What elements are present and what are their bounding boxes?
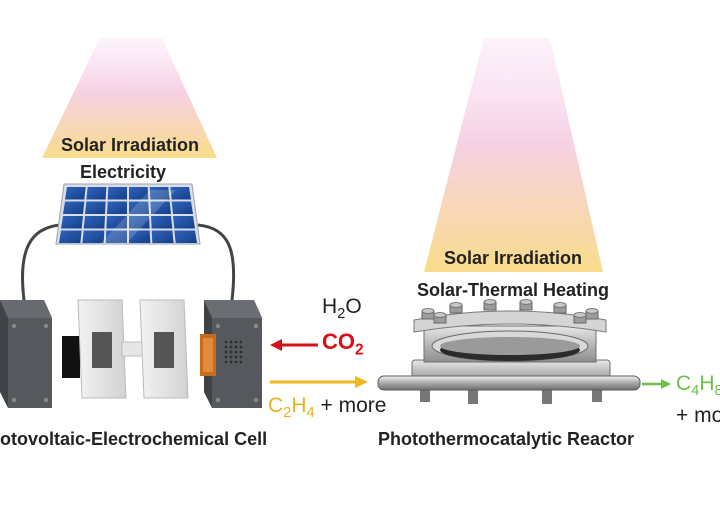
co2-label: CO2 [322, 329, 364, 359]
vent-hole [229, 340, 233, 344]
solar-cell [170, 187, 191, 200]
reactor-bolt [449, 302, 463, 314]
solar-panel [55, 183, 201, 245]
solar-cell [107, 187, 127, 200]
reactor-bolt [573, 312, 587, 324]
vent-hole [224, 350, 228, 354]
reactor-bolt [433, 312, 447, 324]
vent-hole [234, 350, 238, 354]
solar-cell [174, 230, 197, 243]
reactor-bolt [553, 302, 567, 314]
c4h8-label: C4H8 [676, 372, 720, 400]
left-irradiation-label: Solar Irradiation [61, 135, 199, 155]
solar-cell [151, 230, 174, 243]
reactor-bolt [421, 308, 435, 320]
left-wire [21, 223, 61, 301]
solar-cell [59, 230, 82, 243]
solar-cell [61, 216, 83, 229]
product-outlet-arrow [642, 379, 671, 389]
left-light-beam [42, 38, 217, 158]
vent-hole [234, 345, 238, 349]
solar-cell [150, 201, 171, 214]
vent-hole [234, 360, 238, 364]
photothermocatalytic-reactor [377, 299, 641, 404]
reactor-caption: Photothermocatalytic Reactor [378, 429, 634, 449]
water-label: H2O [322, 295, 362, 323]
solar-thermal-heating-label: Solar-Thermal Heating [417, 280, 609, 300]
vent-hole [229, 350, 233, 354]
solar-cell [106, 216, 127, 229]
reactor-bolt [519, 299, 533, 311]
right-light-beam [424, 38, 603, 272]
solar-cell [105, 230, 127, 243]
vent-hole [239, 360, 243, 364]
solar-cell [86, 187, 107, 200]
solar-cell [173, 216, 195, 229]
c2h4-outlet-arrow [270, 376, 368, 388]
right-irradiation-label: Solar Irradiation [444, 248, 582, 268]
vent-hole [239, 350, 243, 354]
co2-inlet-arrow [270, 339, 318, 351]
vent-hole [224, 360, 228, 364]
solar-cell [65, 187, 86, 200]
solar-cell [129, 187, 149, 200]
solar-cell [82, 230, 105, 243]
vent-hole [239, 355, 243, 359]
vent-hole [239, 340, 243, 344]
pv-ec-cell-caption: otovoltaic-Electrochemical Cell [0, 429, 267, 449]
vent-hole [229, 345, 233, 349]
solar-cell [151, 216, 173, 229]
solar-cell [129, 216, 150, 229]
c2h4-label: C2H4 + more [268, 394, 387, 422]
vent-hole [224, 355, 228, 359]
vent-hole [229, 360, 233, 364]
electrochemical-cell [0, 299, 262, 408]
solar-cell [107, 201, 127, 214]
solar-cell [129, 230, 151, 243]
vent-hole [229, 355, 233, 359]
electricity-label: Electricity [80, 162, 166, 182]
product-more-label: + mo [676, 404, 720, 427]
right-wire [197, 223, 236, 301]
reactor-bolt [585, 308, 599, 320]
solar-cell [83, 216, 105, 229]
vent-hole [234, 355, 238, 359]
vent-hole [234, 340, 238, 344]
solar-cell [85, 201, 106, 214]
solar-cell [129, 201, 149, 214]
solar-cell [63, 201, 85, 214]
solar-cell [171, 201, 193, 214]
vent-hole [224, 340, 228, 344]
solar-cell [149, 187, 170, 200]
reactor-bolt [483, 299, 497, 311]
vent-hole [239, 345, 243, 349]
vent-hole [224, 345, 228, 349]
